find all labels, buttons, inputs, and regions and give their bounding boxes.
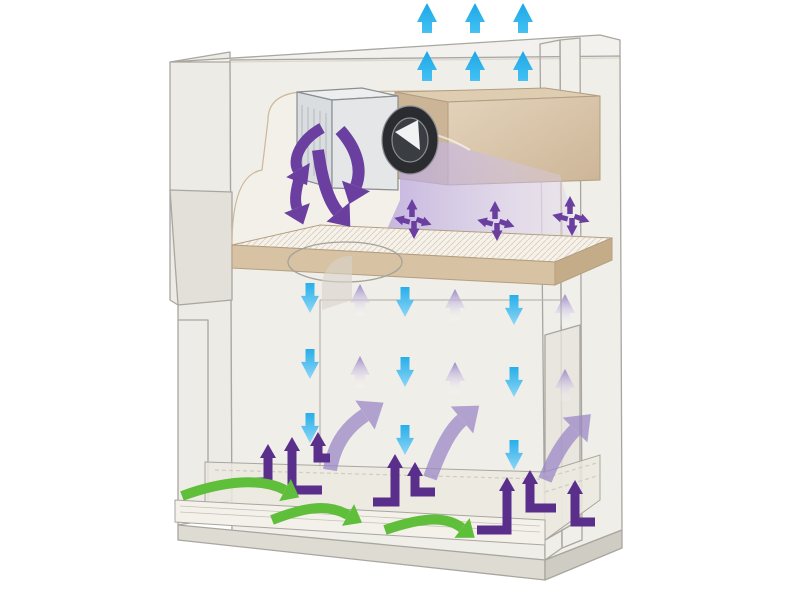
plenum-cross-1 (394, 199, 432, 239)
return-duct-arrow (522, 470, 556, 513)
exhaust-arrows (417, 3, 533, 81)
supply-filter-side (554, 237, 613, 286)
blower-housing-side (331, 95, 399, 191)
upflow-arrow (350, 284, 370, 316)
plenum-cross-3-down (566, 218, 578, 236)
exhaust-arrow (465, 3, 485, 33)
upflow-arrow (350, 356, 370, 388)
inflow-arrow (270, 503, 362, 526)
downflow-arrow (396, 425, 414, 455)
exhaust-arrow (513, 51, 533, 81)
plenum-cross-1-up (406, 199, 418, 217)
plenum-cross-3 (552, 196, 590, 236)
inflow-arrows (180, 477, 475, 538)
return-duct-arrow (567, 480, 595, 527)
plenum-cross-3-left (552, 212, 569, 223)
return-duct-arrow (310, 432, 330, 463)
plenum-cross-2-down (491, 223, 503, 241)
downflow-arrow (505, 440, 523, 470)
downflow-arrow (505, 295, 523, 325)
work-surface (174, 454, 601, 546)
plenum-cross-1-left (394, 215, 411, 226)
downflow-arrow (396, 357, 414, 387)
plenum-cross-2-right (498, 218, 515, 229)
plenum-cross-1-down (408, 221, 420, 239)
downflow-arrow (505, 367, 523, 397)
downflow-arrow (396, 287, 414, 317)
plenum-cross-2-up (489, 201, 501, 219)
downflow-arrow (301, 413, 319, 443)
return-duct-arrow (407, 462, 435, 497)
exhaust-arrow (417, 51, 437, 81)
return-duct-arrow (373, 454, 403, 507)
plenum-cross-2 (477, 201, 515, 241)
plenum-cross-3-up (564, 196, 576, 214)
blower-arrows (284, 123, 590, 241)
blower-arrow (312, 149, 351, 227)
plenum-cross-2-left (477, 217, 494, 228)
upflow-curve (538, 414, 591, 483)
downflow-arrows (301, 283, 523, 470)
blower-arrow (284, 173, 310, 225)
cabinet-sash (169, 189, 233, 306)
downflow-arrow (301, 349, 319, 379)
cabinet-base-right (544, 529, 623, 581)
upflow-curve (323, 400, 384, 472)
upflow-arrow (445, 289, 465, 321)
blower-arrow (335, 125, 371, 204)
exhaust-arrow (417, 3, 437, 33)
upflow-arrow (555, 294, 575, 326)
exhaust-arrow (513, 3, 533, 33)
plenum-cross-1-right (415, 216, 432, 227)
upflow-arrow (445, 362, 465, 394)
upflow-curve (423, 405, 480, 481)
plenum-cross-3-right (573, 213, 590, 224)
upflow-arrows (323, 284, 591, 483)
upflow-arrow (555, 369, 575, 401)
downflow-arrow (301, 283, 319, 313)
inflow-arrow (383, 514, 475, 538)
return-duct-arrow (477, 477, 515, 535)
inflow-arrow (180, 477, 300, 502)
plenum-flow (380, 142, 580, 245)
cabinet-top-cover (169, 34, 621, 63)
exhaust-arrow (465, 51, 485, 81)
supply-filter (231, 224, 613, 286)
